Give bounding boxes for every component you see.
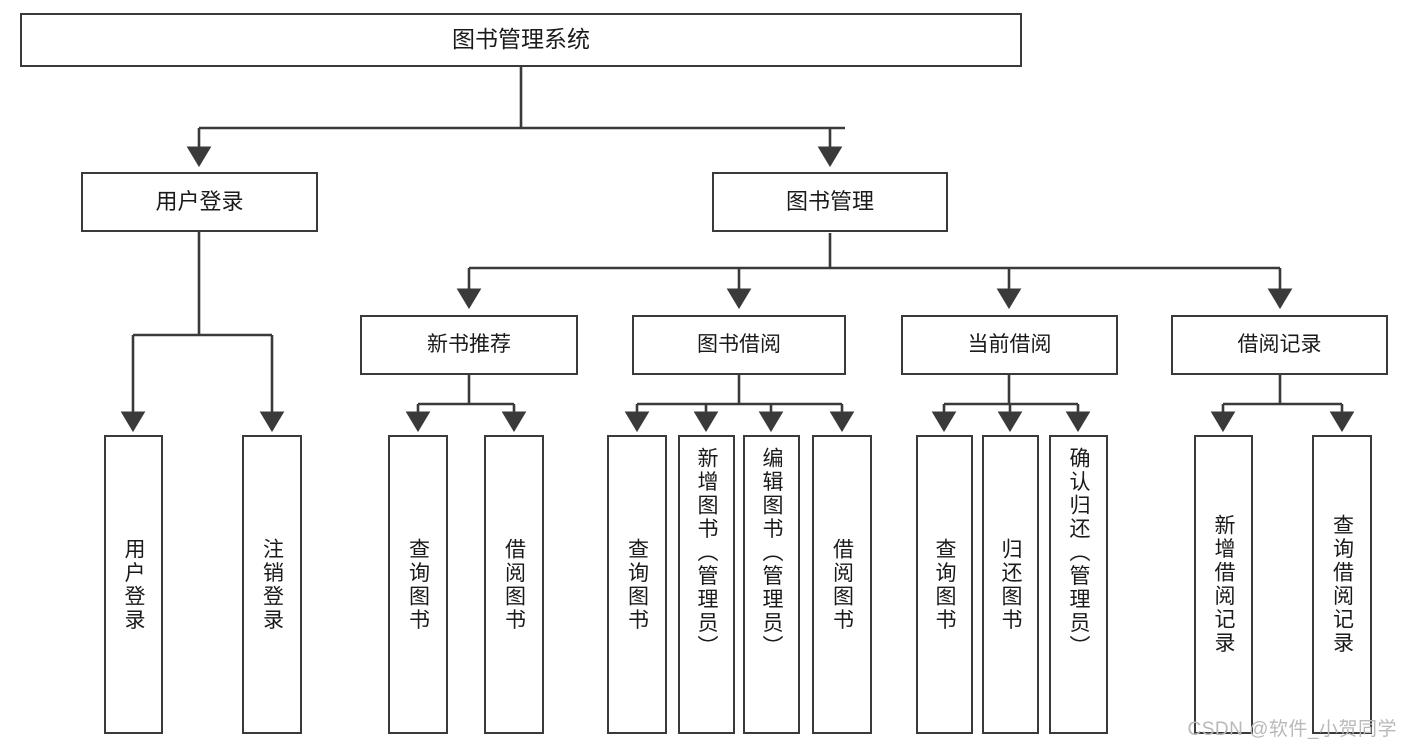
node-user-login[interactable]: 用户登录 [81,172,318,232]
watermark: CSDN @软件_小贺同学 [1187,719,1397,740]
leaf-add-borrow-record[interactable]: 新增借阅记录 [1194,435,1253,734]
leaf-query-borrow-record[interactable]: 查询借阅记录 [1312,435,1372,734]
leaf-query-book-current[interactable]: 查询图书 [916,435,973,734]
node-label: 归还图书 [999,537,1022,632]
node-label: 图书管理系统 [452,26,590,53]
node-label: 图书管理 [785,189,874,215]
node-borrow-record[interactable]: 借阅记录 [1171,315,1388,375]
node-label: 新增图书（管理员） [695,447,718,659]
leaf-confirm-return-admin[interactable]: 确认归还（管理员） [1049,435,1108,734]
node-label: 图书借阅 [697,332,781,356]
leaf-query-book-borrow[interactable]: 查询图书 [607,435,667,734]
leaf-logout[interactable]: 注销登录 [242,435,302,734]
leaf-borrow-book-new[interactable]: 借阅图书 [484,435,544,734]
node-book-borrow[interactable]: 图书借阅 [632,315,846,375]
leaf-user-login[interactable]: 用户登录 [104,435,163,734]
node-label: 新增借阅记录 [1212,514,1235,655]
node-label: 借阅图书 [502,537,526,632]
node-new-book-recommend[interactable]: 新书推荐 [360,315,578,375]
node-label: 确认归还（管理员） [1067,447,1090,659]
node-label: 查询借阅记录 [1330,514,1354,655]
node-current-borrow[interactable]: 当前借阅 [901,315,1118,375]
node-label: 编辑图书（管理员） [760,447,783,659]
node-label: 用户登录 [122,537,145,632]
leaf-query-book-new[interactable]: 查询图书 [388,435,448,734]
node-label: 查询图书 [625,537,649,632]
node-label: 查询图书 [933,537,956,632]
node-label: 借阅图书 [830,537,854,632]
node-book-management[interactable]: 图书管理 [712,172,948,232]
node-root-system[interactable]: 图书管理系统 [20,13,1022,67]
leaf-add-book-admin[interactable]: 新增图书（管理员） [678,435,735,734]
node-label: 新书推荐 [427,332,511,356]
node-label: 当前借阅 [967,332,1052,356]
leaf-borrow-book[interactable]: 借阅图书 [812,435,872,734]
leaf-edit-book-admin[interactable]: 编辑图书（管理员） [743,435,800,734]
node-label: 用户登录 [155,189,244,215]
node-label: 借阅记录 [1237,332,1322,356]
node-label: 查询图书 [406,537,430,632]
node-label: 注销登录 [260,537,284,632]
leaf-return-book[interactable]: 归还图书 [982,435,1039,734]
